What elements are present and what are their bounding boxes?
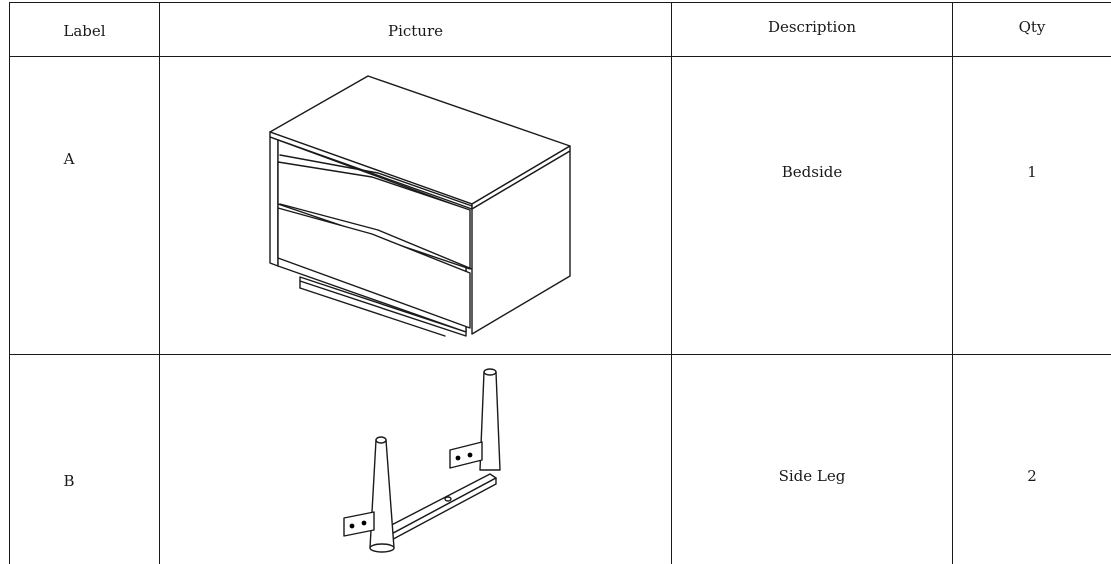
row-divider xyxy=(9,354,1111,355)
side-leg-front-leg xyxy=(369,439,395,549)
column-divider-description xyxy=(952,2,953,564)
header-picture: Picture xyxy=(387,22,444,40)
side-leg-frame-icon xyxy=(343,368,501,553)
header-description: Description xyxy=(767,18,857,36)
side-leg-rail-front xyxy=(383,477,497,545)
row-b-qty: 2 xyxy=(1027,467,1037,485)
bedside-upper-drawer-lip xyxy=(279,154,473,207)
row-a-qty: 1 xyxy=(1027,163,1037,181)
bedside-plinth-bottom xyxy=(299,287,446,337)
header-qty: Qty xyxy=(1018,18,1046,36)
side-leg-front-bracket xyxy=(343,511,375,537)
side-leg-rail-top xyxy=(377,473,497,539)
header-label: Label xyxy=(63,22,106,40)
side-leg-back-leg xyxy=(479,371,501,471)
side-leg-back-leg-top xyxy=(483,368,497,376)
side-leg-back-bracket xyxy=(449,441,483,469)
row-b-description: Side Leg xyxy=(778,467,846,485)
row-b-label: B xyxy=(63,472,75,490)
table-border-top xyxy=(9,2,1111,3)
side-leg-back-bracket-hole-1 xyxy=(455,455,461,461)
table-border-left xyxy=(9,2,10,564)
side-leg-front-bracket-hole-2 xyxy=(361,520,367,526)
side-leg-front-bracket-hole-1 xyxy=(349,523,355,529)
bedside-side-panel xyxy=(471,150,571,335)
bedside-lower-drawer-lip xyxy=(279,203,473,270)
bedside-upper-drawer xyxy=(277,161,471,270)
bedside-drawer-unit-icon xyxy=(269,75,571,337)
side-leg-rail-hole xyxy=(444,496,452,502)
row-a-label: A xyxy=(63,150,75,168)
side-leg-front-leg-foot xyxy=(369,543,395,553)
bedside-front-frame-left xyxy=(269,136,279,267)
row-a-description: Bedside xyxy=(781,163,843,181)
column-divider-picture xyxy=(671,2,672,564)
bedside-lower-drawer xyxy=(277,207,471,329)
column-divider-label xyxy=(159,2,160,564)
bedside-plinth xyxy=(299,276,467,337)
side-leg-front-leg-top xyxy=(375,436,387,444)
side-leg-back-bracket-hole-2 xyxy=(467,452,473,458)
header-row-divider xyxy=(9,56,1111,57)
